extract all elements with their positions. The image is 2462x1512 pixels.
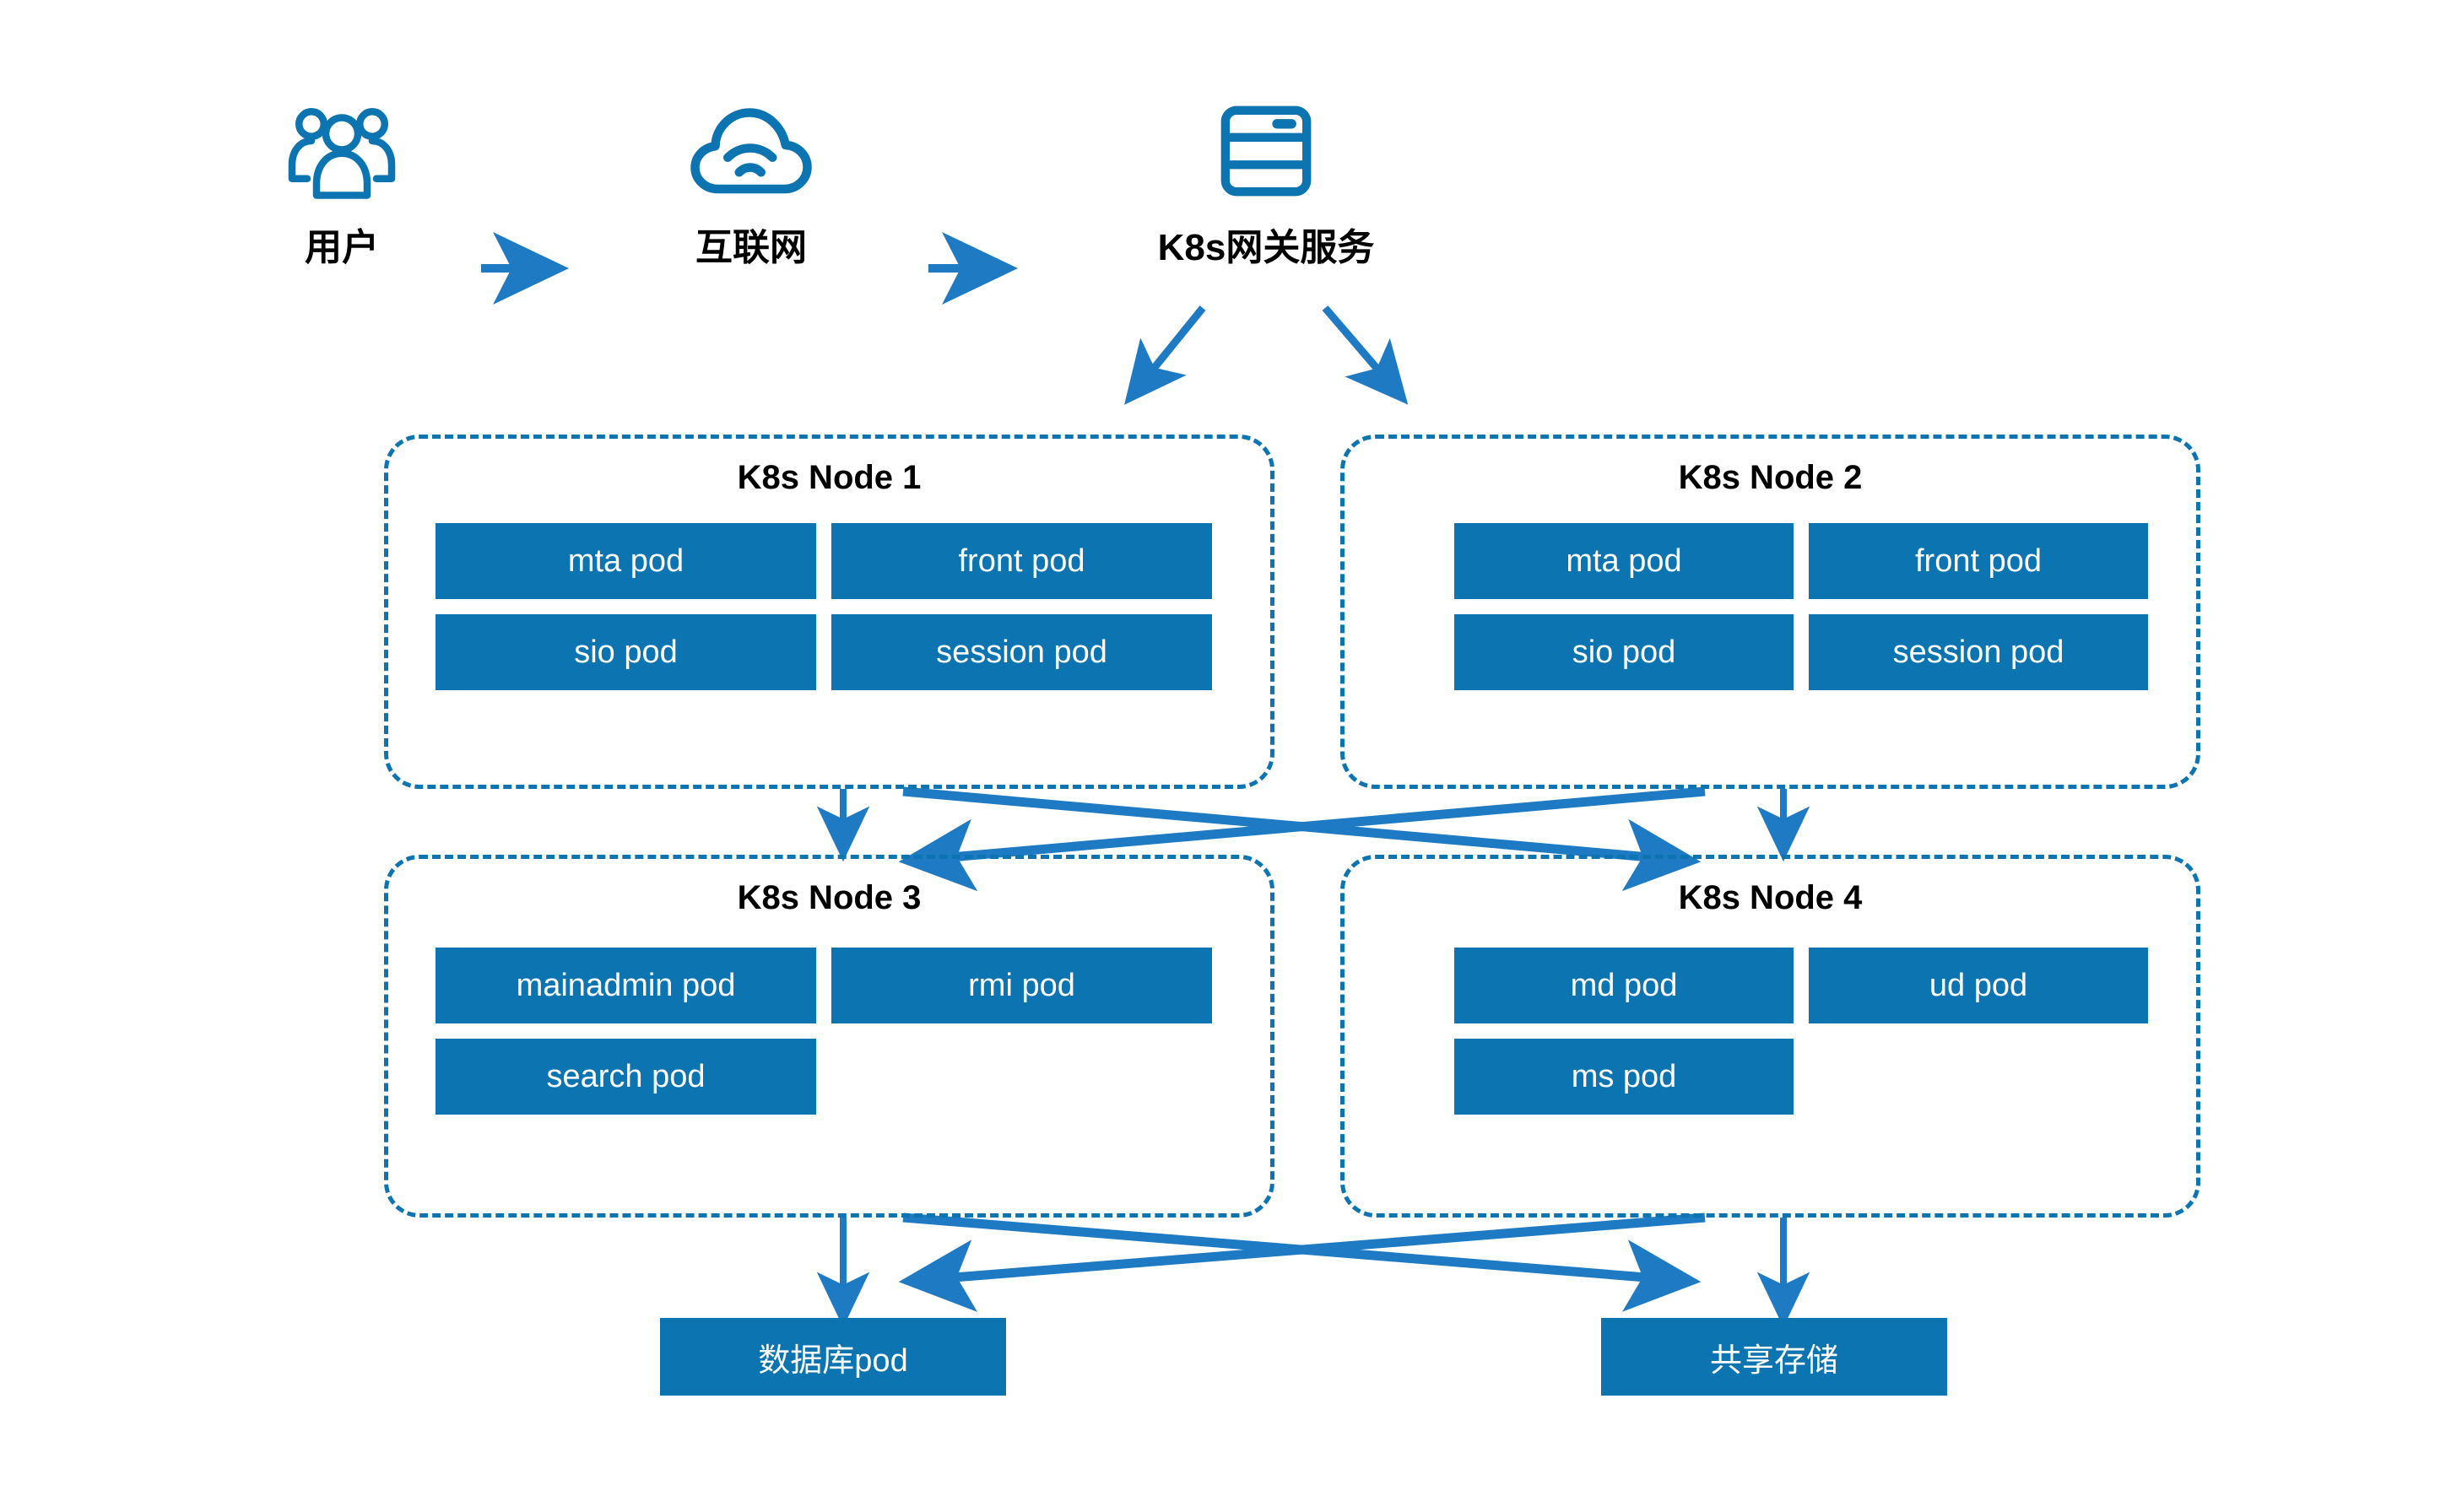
pod-mainadmin[interactable]: mainadmin pod — [436, 948, 816, 1023]
arrow-gateway-to-node1 — [1124, 305, 1206, 405]
flow-label-internet: 互联网 — [695, 227, 807, 268]
pod-front[interactable]: front pod — [1809, 523, 2148, 599]
k8s-node-1[interactable]: K8s Node 1 mta pod front pod sio pod ses… — [384, 435, 1274, 789]
arrow-node1-to-node4 — [902, 786, 1702, 892]
pod-session[interactable]: session pod — [1809, 614, 2148, 690]
flow-node-users: 用户 — [262, 101, 422, 271]
cloud-wifi-icon — [688, 101, 814, 205]
arrow-node3-to-shared-storage — [902, 1212, 1702, 1312]
pod-grid-node-1: mta pod front pod sio pod session pod — [436, 523, 1212, 690]
arrow-node2-to-node3 — [898, 786, 1706, 892]
users-icon — [287, 101, 397, 205]
pod-md[interactable]: md pod — [1454, 948, 1794, 1023]
k8s-node-2[interactable]: K8s Node 2 mta pod front pod sio pod ses… — [1340, 435, 2200, 789]
node-title-3: K8s Node 3 — [737, 879, 922, 916]
arrow-node4-to-database — [898, 1212, 1706, 1312]
server-rack-icon — [1216, 101, 1316, 205]
pod-grid-node-4: md pod ud pod ms pod — [1454, 948, 2149, 1115]
flow-node-internet: 互联网 — [667, 101, 836, 271]
pod-ms[interactable]: ms pod — [1454, 1039, 1794, 1115]
node-title-4: K8s Node 4 — [1678, 879, 1863, 916]
node-title-1: K8s Node 1 — [737, 459, 922, 496]
pod-rmi[interactable]: rmi pod — [831, 948, 1212, 1023]
k8s-node-4[interactable]: K8s Node 4 md pod ud pod ms pod — [1340, 855, 2200, 1218]
node-title-2: K8s Node 2 — [1678, 459, 1863, 496]
pod-sio[interactable]: sio pod — [1454, 614, 1794, 690]
pod-sio[interactable]: sio pod — [436, 614, 816, 690]
pod-grid-node-2: mta pod front pod sio pod session pod — [1454, 523, 2149, 690]
flow-label-gateway: K8s网关服务 — [1157, 227, 1375, 268]
shared-storage-box[interactable]: 共享存储 — [1601, 1318, 1947, 1396]
pod-mta[interactable]: mta pod — [1454, 523, 1794, 599]
k8s-node-3[interactable]: K8s Node 3 mainadmin pod rmi pod search … — [384, 855, 1274, 1218]
pod-session[interactable]: session pod — [831, 614, 1212, 690]
flow-label-users: 用户 — [305, 227, 379, 268]
pod-grid-node-3: mainadmin pod rmi pod search pod — [436, 948, 1212, 1115]
pod-front[interactable]: front pod — [831, 523, 1212, 599]
arrow-gateway-to-node2 — [1322, 305, 1409, 405]
pod-ud[interactable]: ud pod — [1809, 948, 2148, 1023]
pod-search[interactable]: search pod — [436, 1039, 816, 1115]
database-pod-box[interactable]: 数据库pod — [660, 1318, 1006, 1396]
pod-mta[interactable]: mta pod — [436, 523, 816, 599]
flow-node-gateway: K8s网关服务 — [1123, 101, 1410, 271]
